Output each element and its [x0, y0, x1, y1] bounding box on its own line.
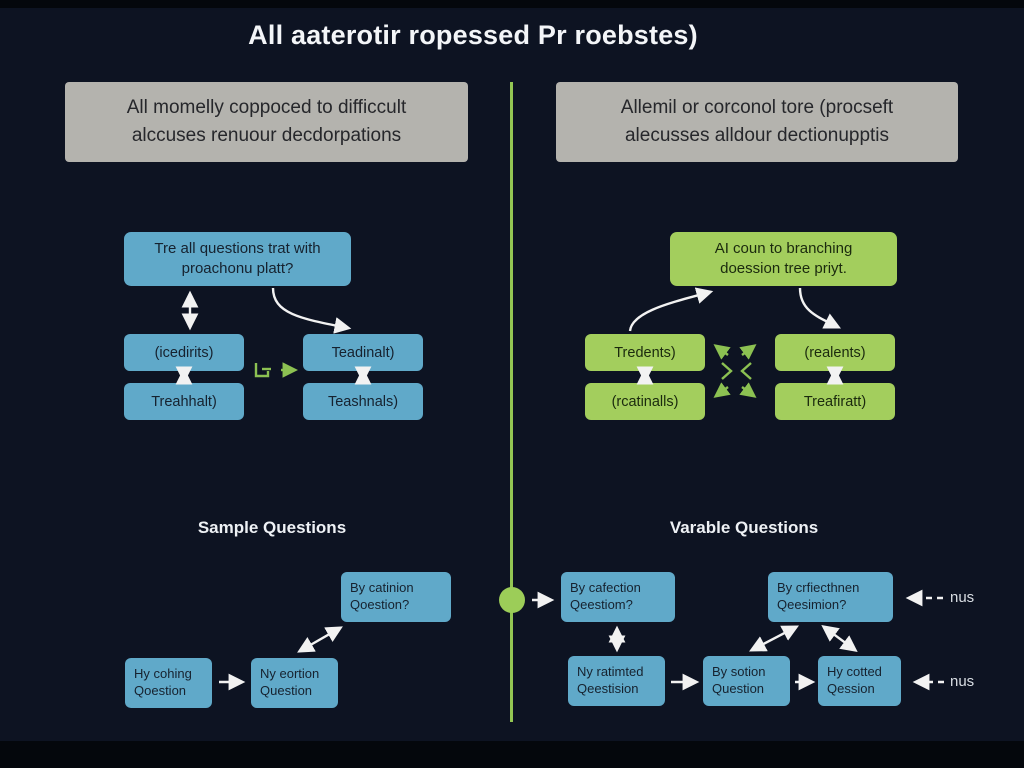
bottom-right-top-box: By crfiecthnen Qeesimion? [768, 572, 893, 622]
left-flow-box-1: (icedirits) [124, 334, 244, 371]
right-flow-top-box: AI coun to branching doession tree priyt… [670, 232, 897, 286]
top-edge-strip [0, 0, 1024, 8]
right-header-box: Allemil or corconol tore (procseft alecu… [556, 82, 958, 162]
bottom-right-box-2: By sotion Question [703, 656, 790, 706]
divider-dot [499, 587, 525, 613]
bottom-edge-strip [0, 741, 1024, 768]
bottom-left-box-1: Hy cohing Qoestion [125, 658, 212, 708]
bottom-left-box-2: Ny eortion Question [251, 658, 338, 708]
section-label-right: Varable Questions [669, 518, 819, 537]
bottom-right-box-1: Ny ratimted Qeestision [568, 656, 665, 706]
dashed-arrow-label-bottom: nus [950, 673, 975, 690]
right-flow-box-1: Tredents) [585, 334, 705, 371]
left-flow-box-3: Treahhalt) [124, 383, 244, 420]
bottom-right-box-3: Hy cotted Qession [818, 656, 901, 706]
left-flow-box-4: Teashnals) [303, 383, 423, 420]
transfer-arrow-icon [254, 362, 299, 378]
bottom-left-top-box: By catinion Qoestion? [341, 572, 451, 622]
section-label-left: Sample Questions [197, 518, 347, 537]
center-divider-line [510, 82, 513, 722]
bottom-right-mid-top-box: By cafection Qeestiom? [561, 572, 675, 622]
right-flow-box-3: (rcatinalls) [585, 383, 705, 420]
right-flow-box-2: (realents) [775, 334, 895, 371]
left-header-box: All momelly coppoced to difficcult alccu… [65, 82, 468, 162]
left-flow-top-box: Tre all questions trat with proachonu pl… [124, 232, 351, 286]
dashed-arrow-label-top: nus [950, 589, 975, 606]
left-flow-box-2: Teadinalt) [303, 334, 423, 371]
sync-arrows-icon [713, 344, 757, 398]
diagram-title: All aaterotir ropessed Pr roebstes) [248, 20, 698, 50]
right-flow-box-4: Treafiratt) [775, 383, 895, 420]
